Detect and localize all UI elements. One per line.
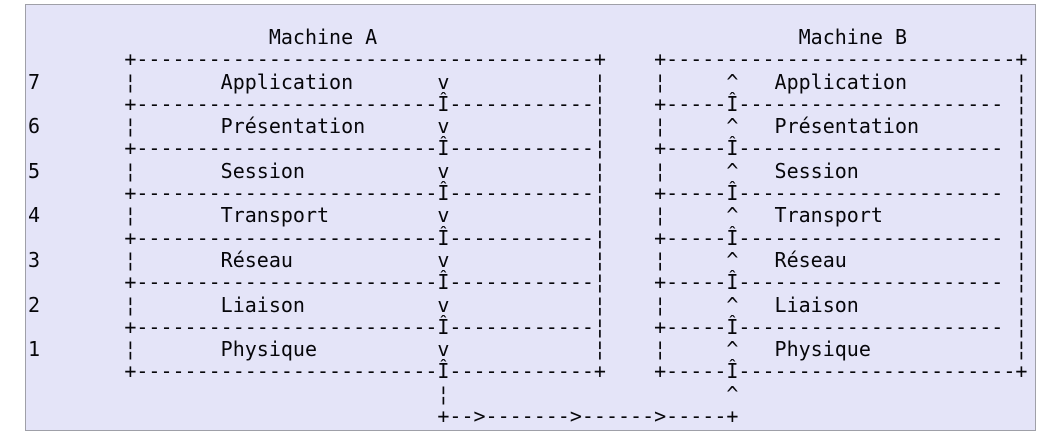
row-layer-6-presentation: 6 ¦ Présentation v ¦ ¦ ^ Présentation ¦	[28, 114, 1028, 139]
row-layer-3-reseau: 3 ¦ Réseau v ¦ ¦ ^ Réseau ¦	[28, 247, 1028, 272]
row-layer-2-liaison: 2 ¦ Liaison v ¦ ¦ ^ Liaison ¦	[28, 292, 1028, 317]
row-separator-4-3: +-------------------------Î------------¦…	[28, 225, 1028, 250]
row-layer-1-physique: 1 ¦ Physique v ¦ ¦ ^ Physique ¦	[28, 337, 1028, 362]
row-separator-3-2: +-------------------------Î------------¦…	[28, 270, 1028, 295]
row-box-top-borders: +--------------------------------------+…	[28, 47, 1028, 72]
osi-ascii-art: Machine A Machine B +-------------------…	[28, 25, 1028, 429]
row-separator-2-1: +-------------------------Î------------¦…	[28, 314, 1028, 339]
row-box-bottom-borders: +-------------------------Î------------+…	[28, 359, 1028, 384]
row-separator-7-6: +-------------------------Î------------¦…	[28, 91, 1028, 116]
row-layer-5-session: 5 ¦ Session v ¦ ¦ ^ Session ¦	[28, 158, 1028, 183]
row-layer-4-transport: 4 ¦ Transport v ¦ ¦ ^ Transport ¦	[28, 203, 1028, 228]
row-link-stubs: ¦ ^	[28, 381, 739, 406]
row-physical-link-line: +-->------->------>-----+	[28, 404, 739, 429]
row-separator-6-5: +-------------------------Î------------¦…	[28, 136, 1028, 161]
row-layer-7-application: 7 ¦ Application v ¦ ¦ ^ Application ¦	[28, 69, 1028, 94]
row-machine-titles: Machine A Machine B	[28, 25, 907, 49]
row-separator-5-4: +-------------------------Î------------¦…	[28, 181, 1028, 206]
osi-diagram-panel: Machine A Machine B +-------------------…	[25, 4, 1036, 431]
